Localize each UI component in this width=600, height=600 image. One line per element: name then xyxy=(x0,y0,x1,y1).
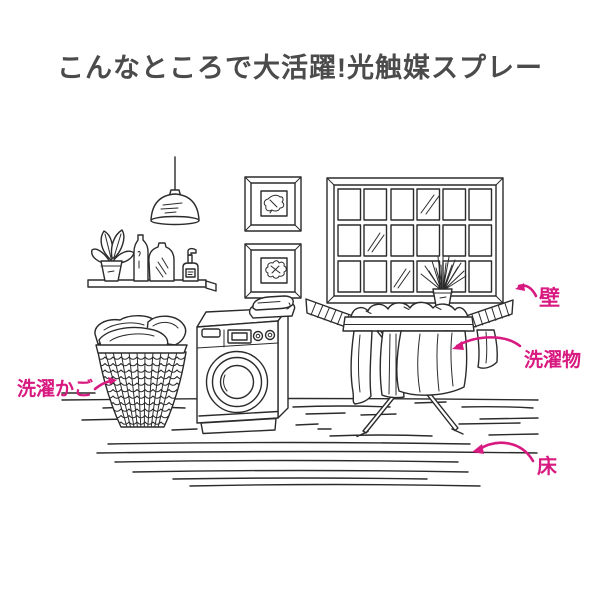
label-laundry-basket: 洗濯かご xyxy=(17,379,94,400)
annotation-arrows xyxy=(93,283,538,463)
arrow-to-floor xyxy=(476,441,535,463)
page-title: こんなところで大活躍!光触媒スプレー xyxy=(57,53,543,83)
drying-rack-icon xyxy=(305,298,514,438)
label-wall: 壁 xyxy=(539,287,560,310)
arrowhead-basket xyxy=(108,377,117,385)
washing-machine-icon xyxy=(196,295,296,435)
arrowhead-floor xyxy=(472,444,484,454)
grid-window xyxy=(326,177,504,304)
pendant-lamp-icon xyxy=(150,156,200,226)
detergent-bottles-icon xyxy=(133,234,175,282)
leaf-picture-frame-bottom xyxy=(244,243,302,299)
label-floor: 床 xyxy=(537,456,557,478)
leaf-picture-frame-top xyxy=(244,176,302,232)
shelf-plant-icon xyxy=(91,229,135,282)
folded-towel-icon xyxy=(248,295,296,319)
arrowhead-wall xyxy=(515,283,525,291)
arrow-to-laundry xyxy=(455,336,522,348)
arrowhead-laundry xyxy=(452,341,464,350)
hanging-laundry xyxy=(350,329,498,405)
soap-pump-icon xyxy=(182,247,199,282)
label-laundry: 洗濯物 xyxy=(524,350,582,371)
basket-towels xyxy=(94,315,187,350)
laundry-basket-icon xyxy=(94,315,188,428)
